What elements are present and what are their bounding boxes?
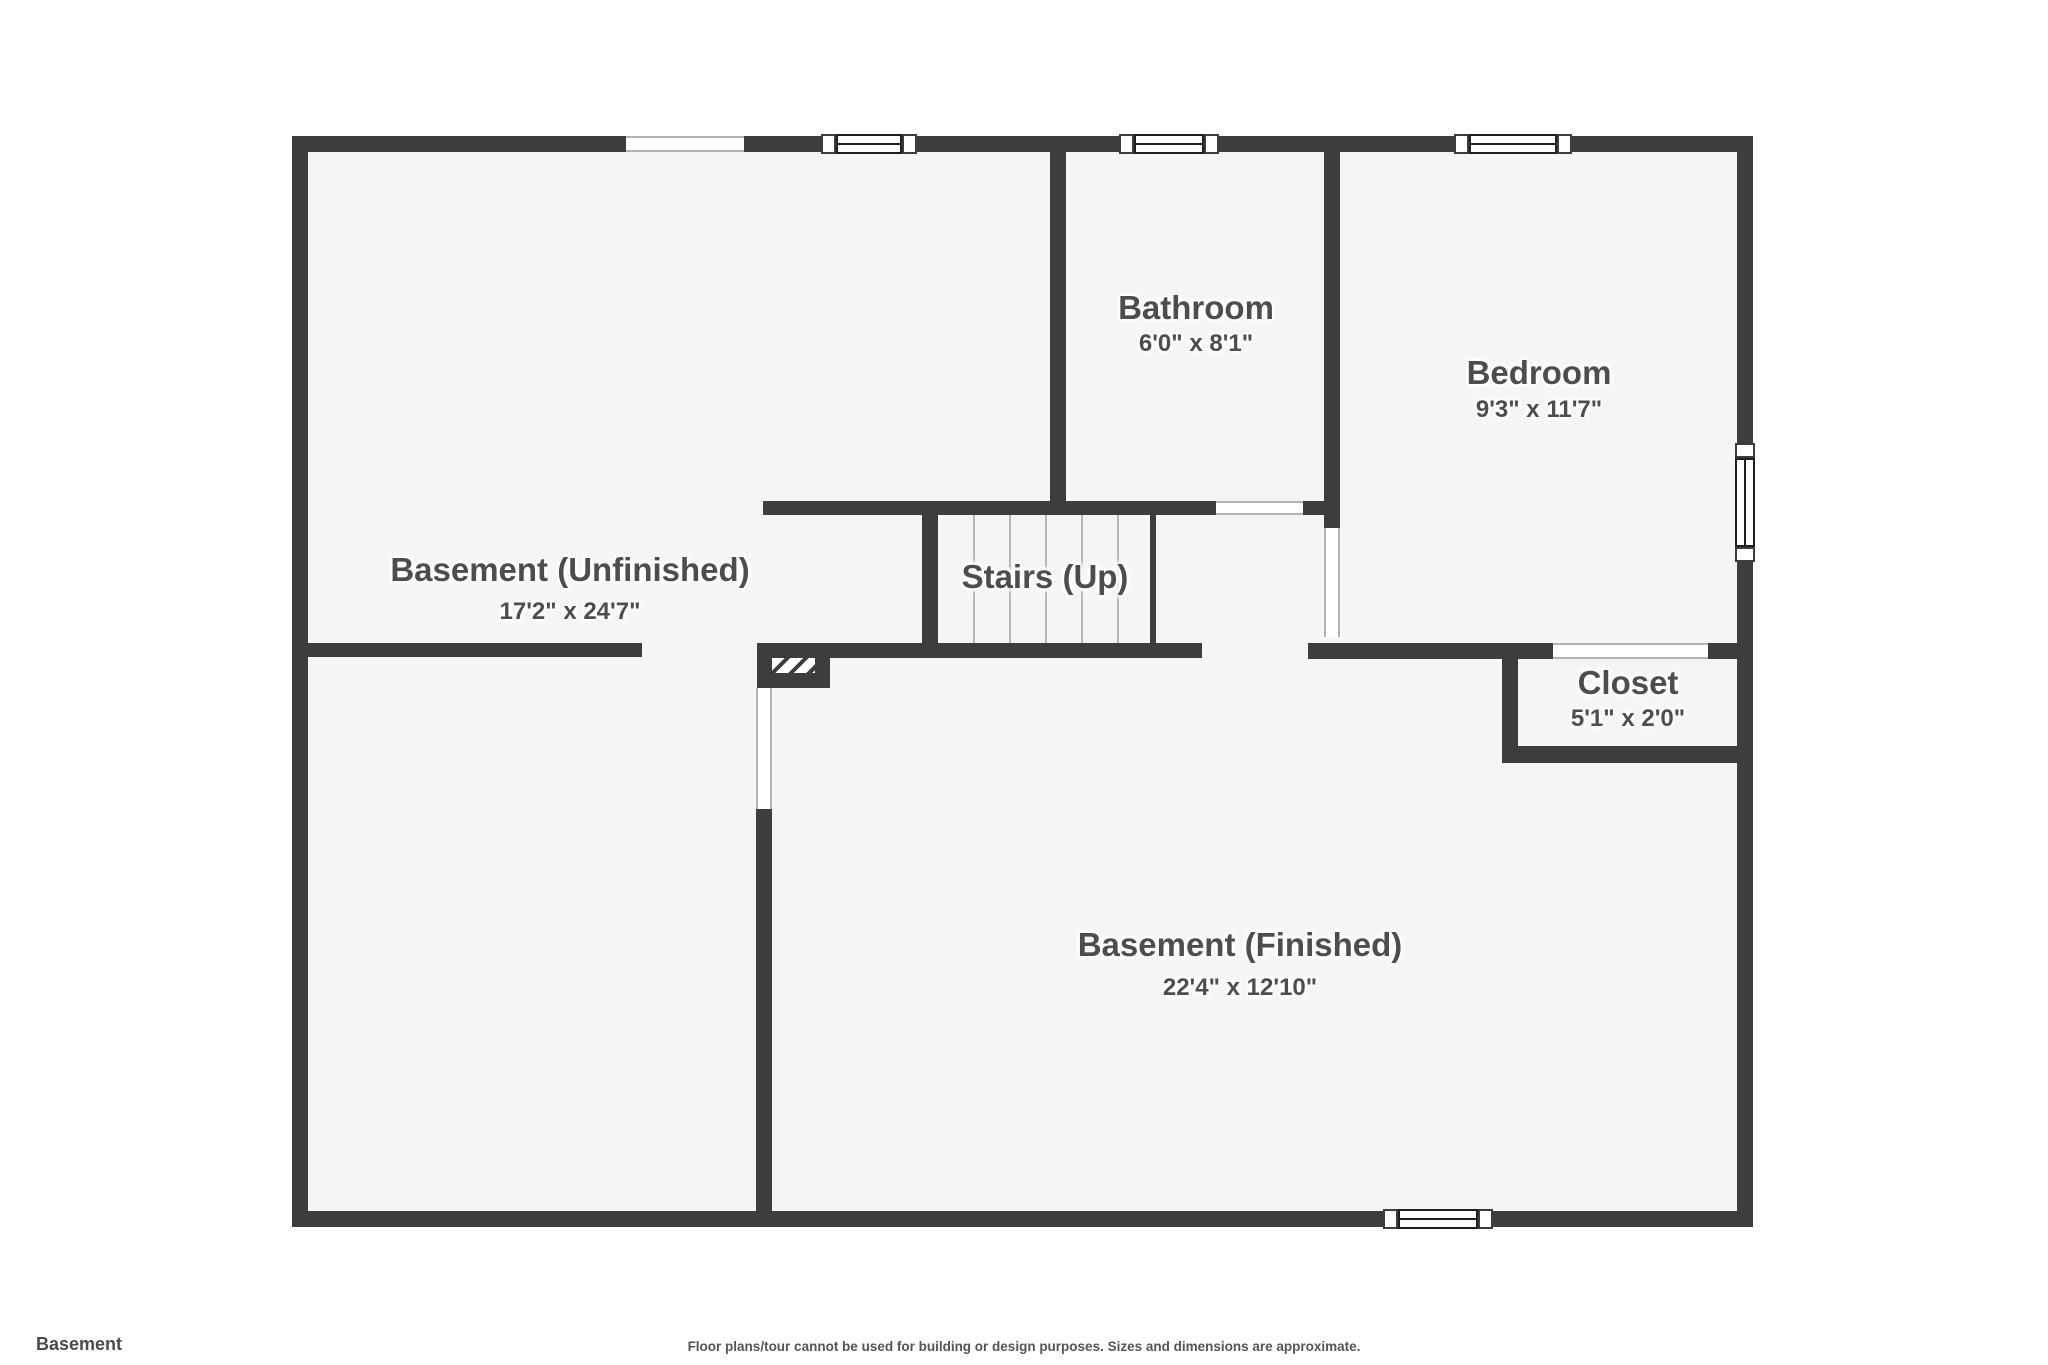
room-label-closet: Closet xyxy=(1577,664,1679,701)
window-end xyxy=(1478,1209,1493,1229)
window-end xyxy=(902,134,917,154)
wall-stairs-bottom xyxy=(757,643,1202,658)
window-icon-bottom xyxy=(1383,1209,1493,1229)
room-dims-basement-finished: 22'4" x 12'10" xyxy=(1162,974,1318,1001)
room-label-bathroom: Bathroom xyxy=(1118,289,1274,326)
door-opening-bathroom xyxy=(1216,501,1303,515)
window-pane xyxy=(1735,458,1755,547)
window-icon-top-left xyxy=(821,134,917,154)
wall-bathroom-left xyxy=(1050,152,1066,515)
room-dims-basement-unfinished: 17'2" x 24'7" xyxy=(499,598,641,625)
wall-stairs-top xyxy=(763,501,1216,515)
room-dims-bathroom: 6'0" x 8'1" xyxy=(1138,330,1254,357)
wall-bedroom-bottom-right xyxy=(1708,643,1737,659)
room-label-basement-finished: Basement (Finished) xyxy=(1077,926,1403,963)
window-end xyxy=(1204,134,1219,154)
door-opening-bedroom xyxy=(1324,528,1340,637)
door-opening-basement-divider xyxy=(756,688,772,809)
window-end xyxy=(821,134,836,154)
floor-area xyxy=(292,136,1753,1227)
stairs-stringer-line xyxy=(1150,515,1156,643)
window-end xyxy=(1383,1209,1398,1229)
window-end xyxy=(1557,134,1572,154)
window-pane xyxy=(1469,134,1557,154)
wall-bedroom-bottom xyxy=(1308,643,1553,659)
wall-closet-bottom xyxy=(1502,746,1753,763)
wall-exterior-bottom xyxy=(292,1211,1753,1227)
stair-tread-line xyxy=(973,515,975,643)
window-pane xyxy=(1398,1209,1478,1229)
hatch-access-icon xyxy=(757,643,830,688)
wall-mid-left xyxy=(308,643,642,657)
window-end xyxy=(1735,547,1755,562)
window-end xyxy=(1735,443,1755,458)
wall-basement-divider xyxy=(756,809,772,1211)
window-pane xyxy=(1134,134,1204,154)
disclaimer-text: Floor plans/tour cannot be used for buil… xyxy=(687,1339,1361,1354)
window-end xyxy=(1119,134,1134,154)
wall-closet-left xyxy=(1502,659,1518,763)
room-label-stairs: Stairs (Up) xyxy=(961,558,1129,595)
window-end xyxy=(1454,134,1469,154)
door-opening-closet xyxy=(1553,643,1708,659)
room-label-basement-unfinished: Basement (Unfinished) xyxy=(390,551,750,588)
wall-stairs-left xyxy=(922,515,938,643)
room-label-bedroom: Bedroom xyxy=(1466,354,1612,391)
stair-tread-line xyxy=(1081,515,1083,643)
wall-exterior-left xyxy=(292,136,308,1227)
hatch-stripes xyxy=(772,658,815,673)
wall-stub-bathroom-door xyxy=(1303,501,1324,515)
stair-tread-line xyxy=(1117,515,1119,643)
stair-tread-line xyxy=(1009,515,1011,643)
opening-top-wall xyxy=(626,136,744,152)
wall-exterior-right xyxy=(1737,136,1753,1227)
wall-bathroom-right xyxy=(1324,152,1340,528)
stair-tread-line xyxy=(1045,515,1047,643)
window-icon-top-bathroom xyxy=(1119,134,1219,154)
room-dims-bedroom: 9'3" x 11'7" xyxy=(1475,396,1603,423)
page-title: Basement xyxy=(36,1334,123,1354)
room-dims-closet: 5'1" x 2'0" xyxy=(1570,705,1686,732)
window-icon-top-bedroom xyxy=(1454,134,1572,154)
window-pane xyxy=(836,134,902,154)
window-icon-right-bedroom xyxy=(1735,443,1755,562)
